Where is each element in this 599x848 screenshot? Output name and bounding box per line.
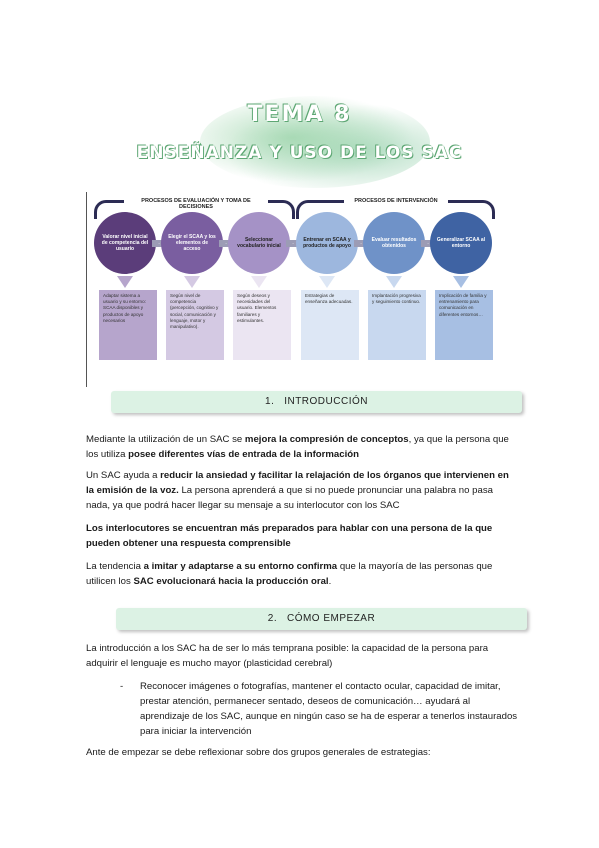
text-run: La tendencia <box>86 561 144 572</box>
bold-run: posee diferentes vías de entrada de la i… <box>128 449 359 460</box>
step-arrow-glyph: → <box>157 241 161 245</box>
margin-line <box>86 192 87 387</box>
step-description: Según nivel de competencia (percepción, … <box>166 290 224 360</box>
process-diagram: PROCESOS DE EVALUACIÓN Y TOMA DE DECISIO… <box>86 192 501 387</box>
step-description-text: Según nivel de competencia (percepción, … <box>170 293 219 329</box>
step-description-text: Estrategias de enseñanza adecuadas. <box>305 293 353 305</box>
step-label: Entrenar en SCAA y productos de apoyo <box>303 236 351 249</box>
document-subtitle: ENSEÑANZA Y USO DE LOS SAC <box>136 143 463 163</box>
paragraph-2: Un SAC ayuda a reducir la ansiedad y fac… <box>86 468 516 513</box>
text-run: La introducción a los SAC ha de ser lo m… <box>86 643 489 669</box>
text-run: La persona aprenderá a que si no puede p… <box>86 485 493 511</box>
section-number: 1. <box>265 396 275 407</box>
paragraph-4: La tendencia a imitar y adaptarse a su e… <box>86 559 516 589</box>
paragraph-3: Los interlocutores se encuentran más pre… <box>86 521 516 551</box>
step-description: Implicación de familia y entrenamiento p… <box>435 290 493 360</box>
step-label: Valorar nivel inicial de competencia del… <box>101 233 149 253</box>
step-arrow: → <box>152 240 166 247</box>
evaluation-phase-label: PROCESOS DE EVALUACIÓN Y TOMA DE DECISIO… <box>124 198 268 210</box>
step-label: Elegir el SCAA y los elementos de acceso <box>168 233 216 253</box>
paragraph-5: La introducción a los SAC ha de ser lo m… <box>86 641 516 671</box>
bold-run: reducir la ansiedad y facilitar la relaj… <box>86 470 509 496</box>
step-arrow-glyph: → <box>291 241 295 245</box>
down-arrow <box>117 276 133 288</box>
step-description-text: Adaptar sistema a usuario y su entorno: … <box>103 293 146 323</box>
section-title: CÓMO EMPEZAR <box>286 613 376 624</box>
step-description: Adaptar sistema a usuario y su entorno: … <box>99 290 157 360</box>
step-description-text: Según deseos y necesidades del usuario. … <box>237 293 277 323</box>
paragraph-1: Mediante la utilización de un SAC se mej… <box>86 432 516 462</box>
step-arrow: → <box>421 240 435 247</box>
step-description-text: Implantación progresiva y seguimiento co… <box>372 293 421 305</box>
step-circle-seleccionar: Seleccionar vocabulario inicial <box>228 212 290 274</box>
down-arrow <box>453 276 469 288</box>
step-arrow-glyph: → <box>224 241 228 245</box>
step-circle-elegir: Elegir el SCAA y los elementos de acceso <box>161 212 223 274</box>
step-arrow: → <box>219 240 233 247</box>
text-run: , ya que la persona que los utiliza <box>86 434 509 460</box>
section-header-como-empezar: 2. CÓMO EMPEZAR <box>116 608 527 630</box>
down-arrow <box>386 276 402 288</box>
step-circle-evaluar: Evaluar resultados obtenidos <box>363 212 425 274</box>
bold-run: mejora la compresión de conceptos <box>244 434 409 445</box>
bullet-item-1: Reconocer imágenes o fotografías, manten… <box>140 679 518 739</box>
text-run: Reconocer imágenes o fotografías, manten… <box>140 681 518 737</box>
bullet-dash: - <box>120 681 124 692</box>
bold-run: SAC evolucionará hacia la producción ora… <box>133 576 329 587</box>
step-description: Según deseos y necesidades del usuario. … <box>233 290 291 360</box>
down-arrow <box>251 276 267 288</box>
section-number: 2. <box>267 613 278 624</box>
section-header-introduccion: 1. INTRODUCCIÓN <box>111 391 522 413</box>
step-arrow-glyph: → <box>359 241 363 245</box>
section-title: INTRODUCCIÓN <box>284 396 368 407</box>
step-circle-valorar: Valorar nivel inicial de competencia del… <box>94 212 156 274</box>
text-run: que la mayoría de las personas que utili… <box>86 561 493 587</box>
step-description: Implantación progresiva y seguimiento co… <box>368 290 426 360</box>
text-run: Ante de empezar se debe reflexionar sobr… <box>86 747 431 758</box>
text-run: Un SAC ayuda a <box>86 470 161 481</box>
step-circle-generalizar: Generalizar SCAA al entorno <box>430 212 492 274</box>
step-arrow-glyph: → <box>426 241 430 245</box>
step-circle-entrenar: Entrenar en SCAA y productos de apoyo <box>296 212 358 274</box>
step-description: Estrategias de enseñanza adecuadas. <box>301 290 359 360</box>
bold-run: a imitar y adaptarse a su entorno confir… <box>143 561 338 572</box>
title-watercolor-background <box>200 96 430 188</box>
step-arrow: → <box>354 240 368 247</box>
text-run: Los interlocutores se encuentran más pre… <box>86 523 493 549</box>
document-title: TEMA 8 <box>247 102 352 127</box>
step-label: Evaluar resultados obtenidos <box>371 236 417 249</box>
paragraph-6: Ante de empezar se debe reflexionar sobr… <box>86 745 516 760</box>
step-label: Generalizar SCAA al entorno <box>436 236 486 249</box>
text-run: . <box>328 576 332 587</box>
intervention-phase-label: PROCESOS DE INTERVENCIÓN <box>344 198 448 204</box>
step-label: Seleccionar vocabulario inicial <box>237 236 281 249</box>
text-run: Mediante la utilización de un SAC se <box>86 434 245 445</box>
down-arrow <box>184 276 200 288</box>
step-arrow: → <box>286 240 300 247</box>
down-arrow <box>319 276 335 288</box>
step-description-text: Implicación de familia y entrenamiento p… <box>439 293 487 317</box>
